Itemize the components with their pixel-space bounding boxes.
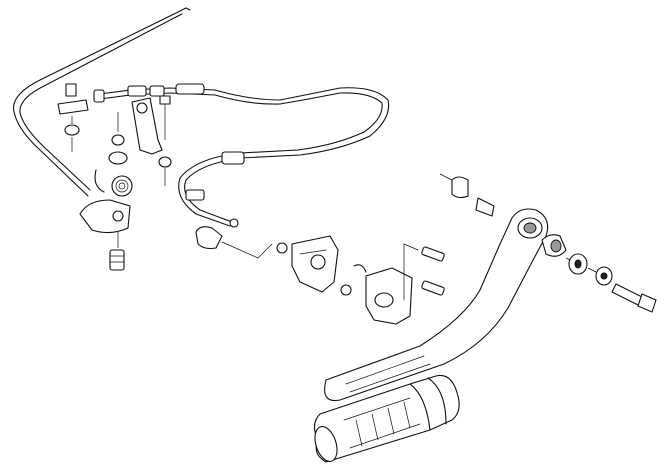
pivot-spacer	[475, 197, 495, 217]
linkage-bolt	[65, 83, 77, 97]
return-spring	[111, 175, 133, 197]
pivot-hardware	[439, 173, 657, 313]
cable-bracket	[131, 95, 172, 186]
pivot-seal	[451, 176, 469, 199]
cable-junction	[221, 151, 245, 165]
housing-screw-upper	[421, 246, 445, 262]
cable-lower-end	[185, 189, 205, 201]
throttle-cable	[93, 83, 390, 228]
linkage-spacer	[108, 151, 128, 165]
linkage-washer	[111, 134, 125, 146]
cable-end-fitting	[93, 89, 105, 103]
bracket-bolt-head	[159, 95, 171, 105]
cable-nipple	[229, 218, 239, 228]
choke-cable	[12, 7, 191, 197]
lever-pivot-bolt	[109, 249, 125, 271]
throttle-housing	[195, 226, 445, 325]
linkage-nut	[64, 124, 80, 136]
pedal-lever	[324, 208, 549, 402]
cable-adjuster-nut	[149, 85, 165, 97]
bracket-nut	[158, 156, 172, 168]
throttle-lever	[79, 199, 131, 234]
housing-nut	[276, 242, 288, 254]
cable-housing-end	[175, 83, 205, 95]
rubber-grip	[313, 374, 460, 463]
housing-screw-knob	[195, 226, 223, 250]
cable-adjuster	[127, 85, 147, 97]
carburetor-linkage	[57, 83, 133, 271]
housing-screw-lower	[421, 280, 445, 296]
housing-clip	[340, 284, 352, 296]
